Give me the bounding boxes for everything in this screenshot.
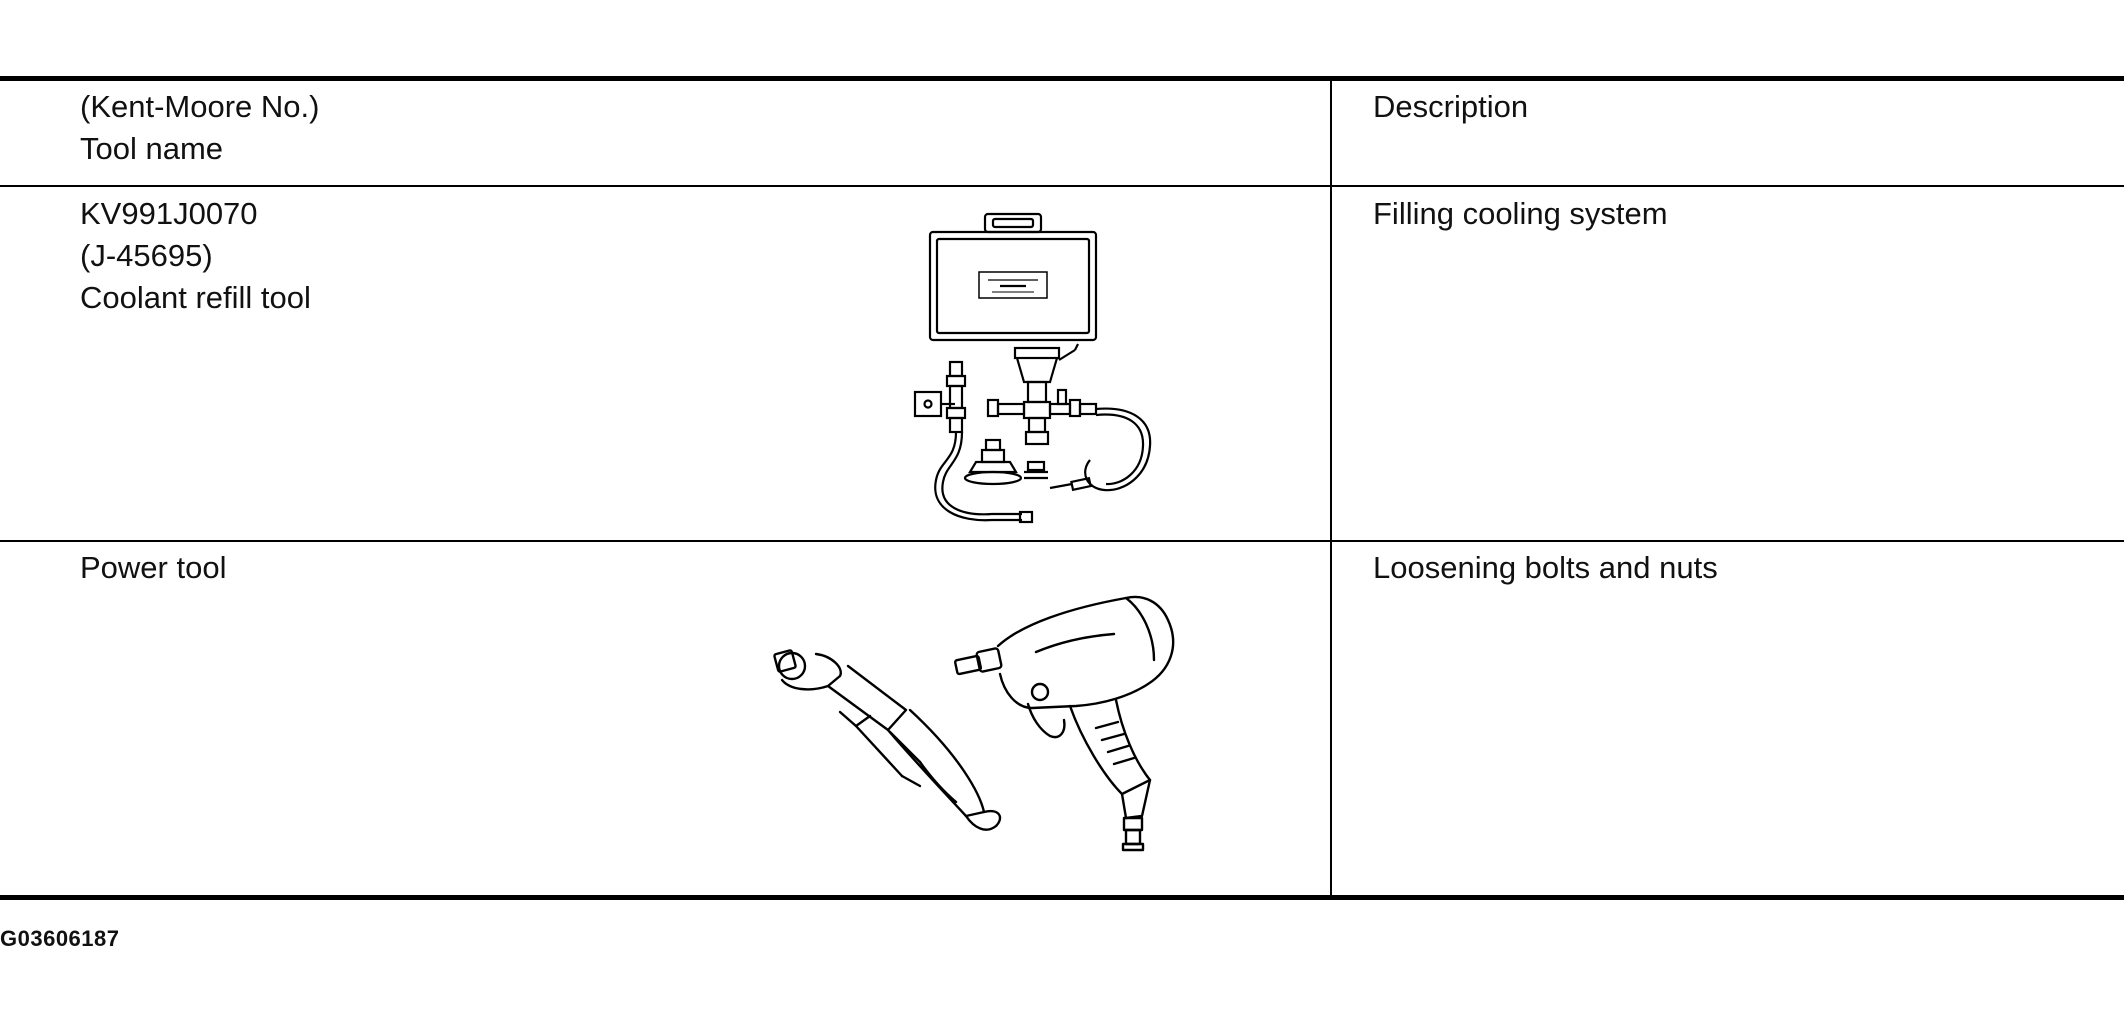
row-description: Loosening bolts and nuts — [1373, 547, 1718, 589]
kent-moore-number: (J-45695) — [80, 238, 213, 273]
coolant-refill-kit-icon — [900, 210, 1190, 530]
description-text: Filling cooling system — [1373, 196, 1668, 231]
header-description-text: Description — [1373, 89, 1529, 124]
row-description: Filling cooling system — [1373, 193, 1668, 235]
tool-number: KV991J0070 — [80, 196, 258, 231]
tool-name: Power tool — [80, 550, 227, 585]
table-bottom-rule — [0, 895, 2124, 900]
figure-caption: G03606187 — [0, 926, 120, 951]
impact-wrench-icon — [953, 595, 1175, 852]
column-divider — [1330, 81, 1332, 895]
row-separator — [0, 540, 2124, 542]
header-separator — [0, 185, 2124, 187]
header-description: Description — [1373, 86, 1528, 128]
description-text: Loosening bolts and nuts — [1373, 550, 1718, 585]
header-tool-line: (Kent-Moore No.) — [80, 89, 320, 124]
table-top-rule — [0, 76, 2124, 81]
header-tool-name: (Kent-Moore No.) Tool name — [80, 86, 319, 170]
tool-name: Coolant refill tool — [80, 280, 311, 315]
table-row-coolant-tool: KV991J0070 (J-45695) Coolant refill tool — [80, 193, 311, 319]
table-row-power-tool: Power tool — [80, 547, 226, 589]
air-ratchet-icon — [773, 649, 1002, 831]
power-tools-icon — [770, 580, 1210, 870]
header-tool-line: Tool name — [80, 131, 224, 166]
